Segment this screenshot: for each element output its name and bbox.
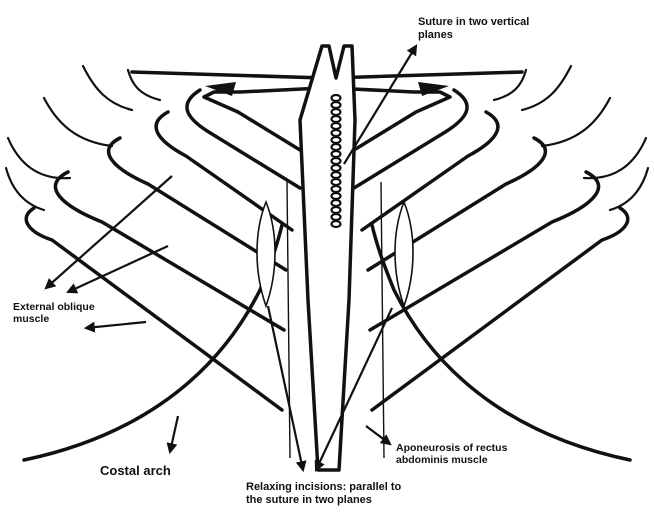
incision-right [395, 202, 413, 306]
rib-contour-left-1 [83, 66, 132, 110]
label-suture-line1: Suture in two vertical [418, 16, 529, 29]
rib-contour-right-2 [542, 98, 610, 146]
rib-contour-right-1 [522, 66, 571, 110]
arrow-external-oblique-3 [86, 322, 146, 328]
rib-contour-right-3 [584, 138, 646, 178]
label-aponeurosis: Aponeurosis of rectus abdominis muscle [396, 442, 507, 466]
label-external-oblique-line2: muscle [13, 313, 95, 325]
label-costal-arch-text: Costal arch [100, 464, 171, 479]
rib-contour-right-4 [610, 168, 648, 210]
rib-contour-right-5 [494, 70, 526, 100]
arrow-external-oblique-1 [46, 176, 172, 288]
rectus-border-left [287, 182, 290, 458]
label-aponeurosis-line2: abdominis muscle [396, 454, 507, 466]
label-external-oblique: External oblique muscle [13, 301, 95, 325]
label-suture: Suture in two vertical planes [418, 16, 529, 41]
label-relaxing-incisions-line1: Relaxing incisions: parallel to [246, 481, 401, 494]
rib-contour-left-4 [6, 168, 44, 210]
label-costal-arch: Costal arch [100, 464, 171, 479]
rib-contour-left-3 [8, 138, 70, 178]
label-relaxing-incisions: Relaxing incisions: parallel to the sutu… [246, 481, 401, 506]
label-relaxing-incisions-line2: the suture in two planes [246, 494, 401, 507]
arrow-external-oblique-2 [68, 246, 168, 292]
costal-arch-left [24, 225, 282, 460]
rib-contour-left-5 [128, 70, 160, 100]
rib-contour-left-2 [44, 98, 112, 146]
arrow-costal-arch [170, 416, 178, 452]
arrow-aponeurosis [366, 426, 390, 444]
label-suture-line2: planes [418, 29, 529, 42]
label-aponeurosis-line1: Aponeurosis of rectus [396, 442, 507, 454]
label-external-oblique-line1: External oblique [13, 301, 95, 313]
suture-chain [332, 95, 341, 227]
